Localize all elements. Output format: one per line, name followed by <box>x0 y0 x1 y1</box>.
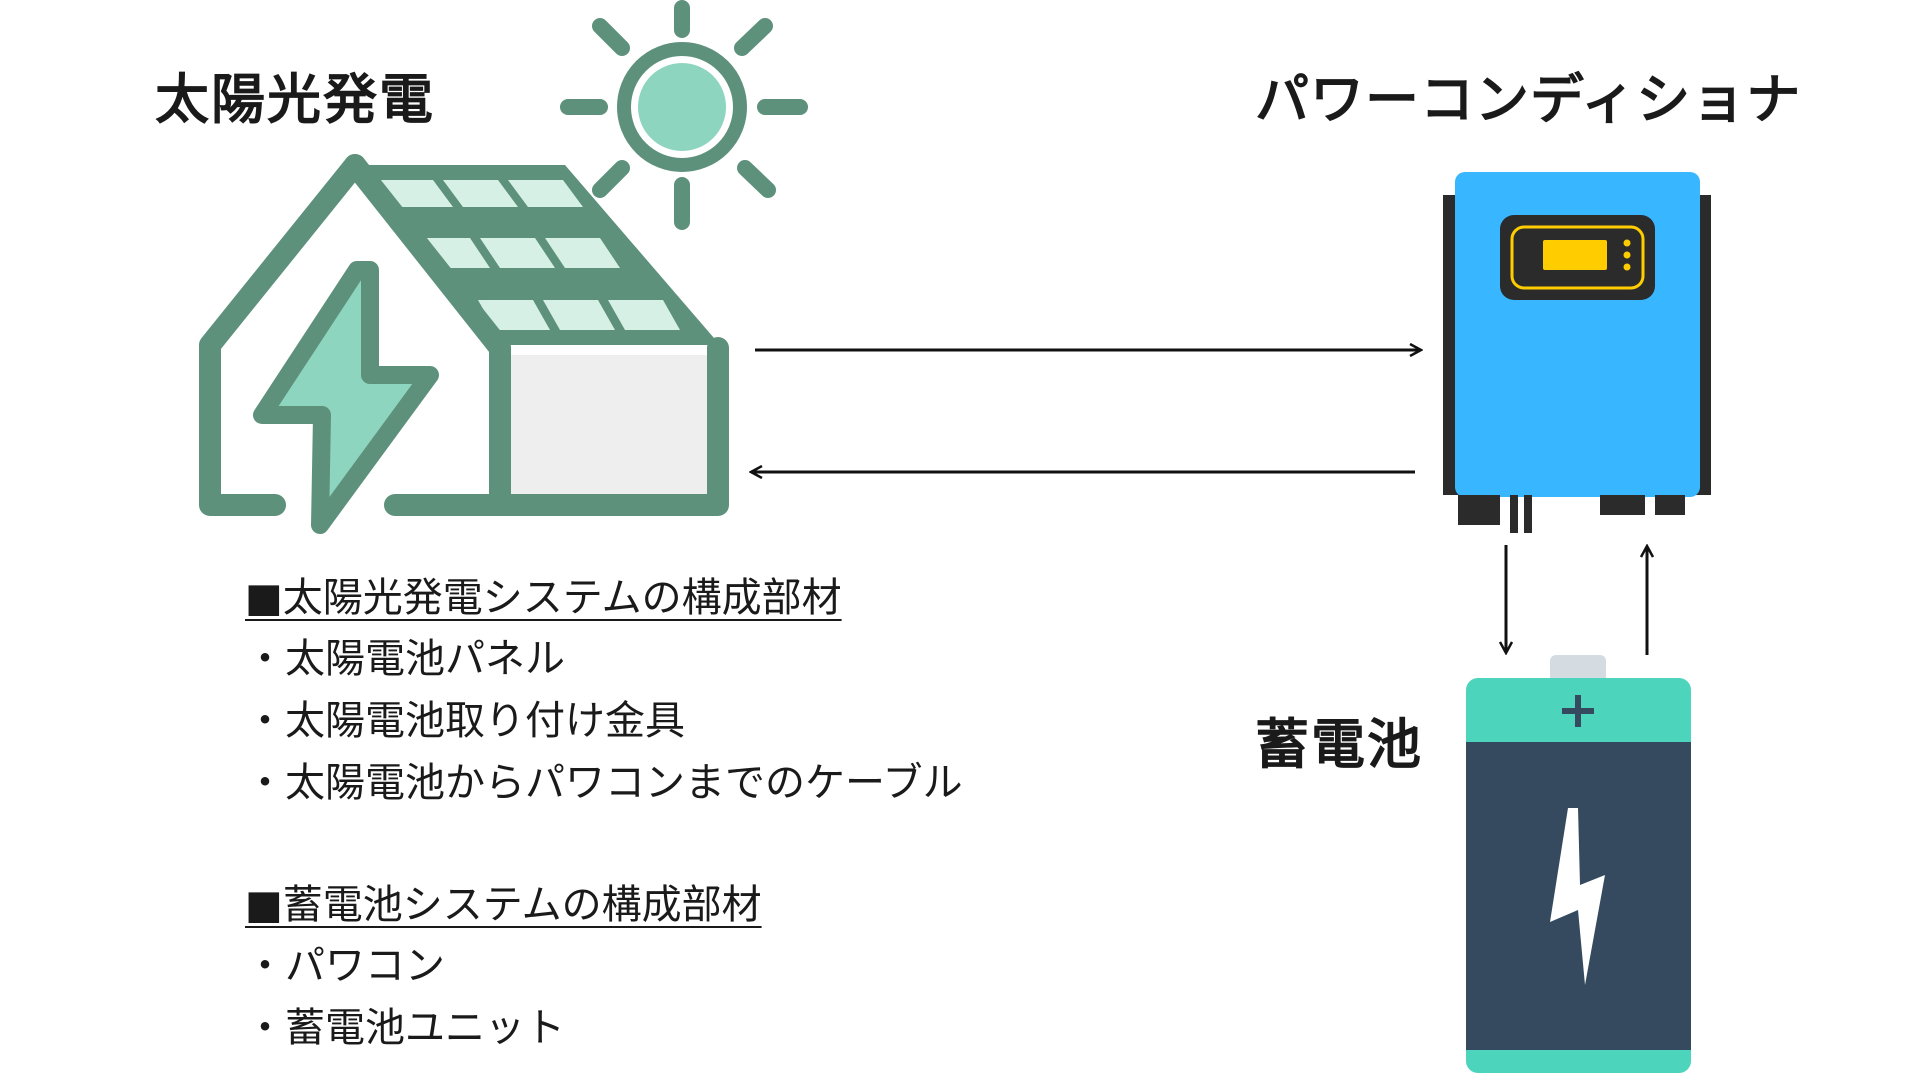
list-item: ・パワコン <box>245 943 445 989</box>
battery-label: 蓄電池 <box>1255 713 1423 776</box>
battery-icon <box>1466 655 1691 1073</box>
solar-components-list: ■太陽光発電システムの構成部材 ・太陽電池パネル ・太陽電池取り付け金具 ・太陽… <box>245 568 963 814</box>
battery-components-list: ■蓄電池システムの構成部材 ・パワコン ・蓄電池ユニット <box>245 875 762 1059</box>
battery-components-heading: ■蓄電池システムの構成部材 <box>245 882 762 928</box>
power-conditioner-icon <box>1443 172 1711 533</box>
list-item: ・蓄電池ユニット <box>245 1005 565 1051</box>
solar-components-heading: ■太陽光発電システムの構成部材 <box>245 575 842 621</box>
power-conditioner-label: パワーコンディショナ <box>1255 68 1802 131</box>
list-item: ・太陽電池からパワコンまでのケーブル <box>245 760 963 806</box>
list-item: ・太陽電池取り付け金具 <box>245 698 685 744</box>
list-item: ・太陽電池パネル <box>245 636 565 682</box>
sun-icon <box>560 0 808 230</box>
solar-power-label: 太陽光発電 <box>155 68 435 131</box>
solar-house-icon <box>199 154 729 534</box>
